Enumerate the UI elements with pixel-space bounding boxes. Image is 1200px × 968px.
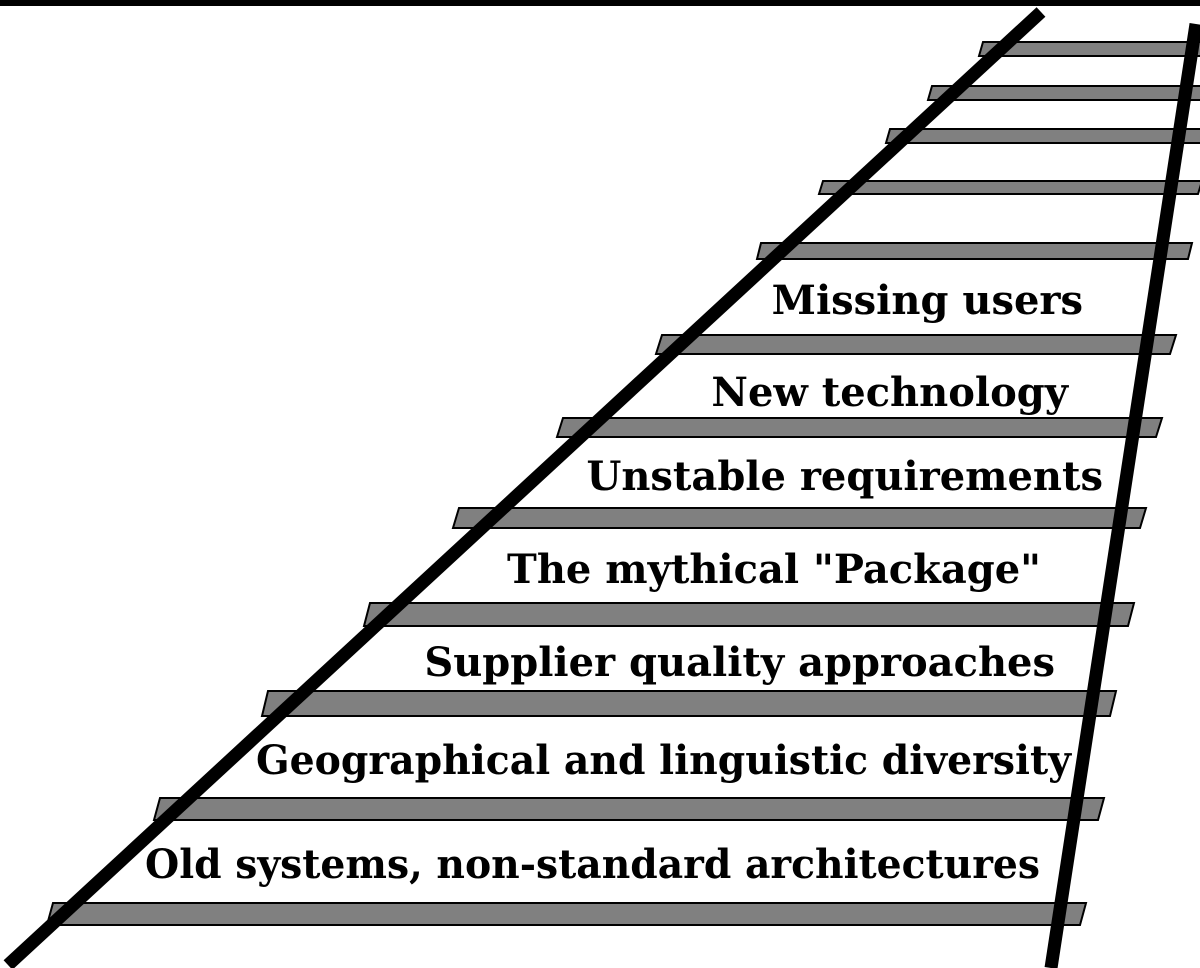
railway-tie	[817, 180, 1200, 195]
railway-tie	[926, 85, 1200, 101]
label-geographical-diversity: Geographical and linguistic diversity	[256, 737, 1073, 784]
label-mythical-package: The mythical "Package"	[507, 546, 1041, 593]
railway-tie	[654, 334, 1178, 355]
label-old-systems: Old systems, non-standard architectures	[145, 841, 1040, 888]
left-rail	[3, 7, 1046, 968]
railway-tie	[755, 242, 1194, 260]
railway-tie	[555, 417, 1164, 438]
railway-tie	[45, 902, 1088, 926]
top-border-rule	[0, 0, 1200, 6]
label-unstable-requirements: Unstable requirements	[586, 453, 1103, 500]
right-rail	[1044, 23, 1200, 968]
label-new-technology: New technology	[711, 369, 1069, 416]
railway-tie	[152, 797, 1106, 821]
label-missing-users: Missing users	[772, 277, 1083, 324]
railway-tie	[977, 41, 1200, 57]
railway-tie	[884, 128, 1200, 144]
risk-labels: Missing users New technology Unstable re…	[145, 277, 1103, 888]
railway-tie	[362, 602, 1136, 627]
railway-ties	[45, 41, 1200, 926]
railway-tie	[451, 507, 1148, 529]
railway-tie	[260, 690, 1118, 717]
label-supplier-quality: Supplier quality approaches	[424, 639, 1055, 686]
